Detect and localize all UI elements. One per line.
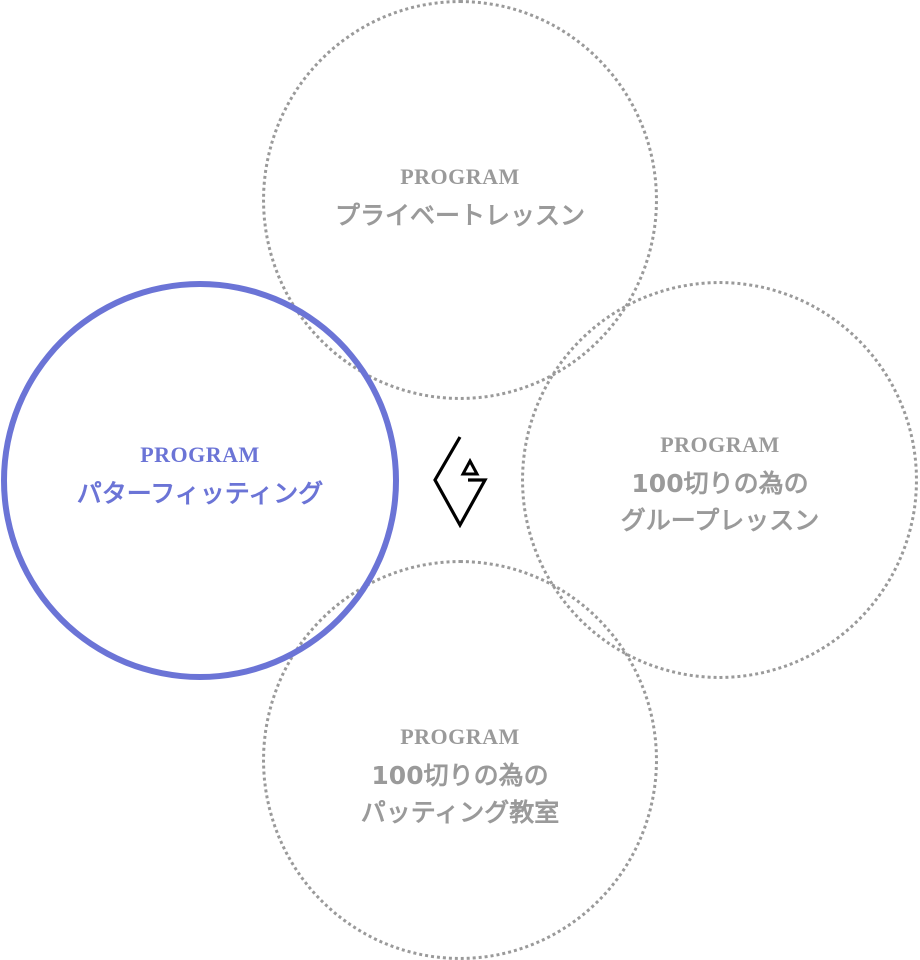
program-kicker: PROGRAM <box>400 724 520 749</box>
program-circle-group-lesson[interactable] <box>521 281 918 679</box>
program-link-putting-class[interactable]: PROGRAM 100切りの為の パッティング教室 <box>300 724 620 831</box>
program-link-group-lesson[interactable]: PROGRAM 100切りの為の グループレッスン <box>560 432 880 539</box>
program-title-line-1: 100切りの為の <box>371 761 549 791</box>
program-title: プライベートレッスン <box>334 201 585 231</box>
program-kicker: PROGRAM <box>400 164 520 189</box>
program-circle-putting-class[interactable] <box>262 560 658 960</box>
brand-logo-icon <box>433 436 488 528</box>
program-kicker: PROGRAM <box>660 432 780 457</box>
program-circle-putter-fitting[interactable] <box>1 281 399 680</box>
program-circle-private-lesson[interactable] <box>262 0 658 400</box>
program-link-private-lesson[interactable]: PROGRAM プライベートレッスン <box>300 164 620 235</box>
program-title: パターフィッティング <box>76 479 324 509</box>
program-kicker: PROGRAM <box>140 442 260 467</box>
program-link-putter-fitting[interactable]: PROGRAM パターフィッティング <box>40 442 360 513</box>
program-title-line-2: パッティング教室 <box>360 797 560 827</box>
program-title-line-1: 100切りの為の <box>631 469 809 499</box>
program-title-line-2: グループレッスン <box>620 505 820 535</box>
